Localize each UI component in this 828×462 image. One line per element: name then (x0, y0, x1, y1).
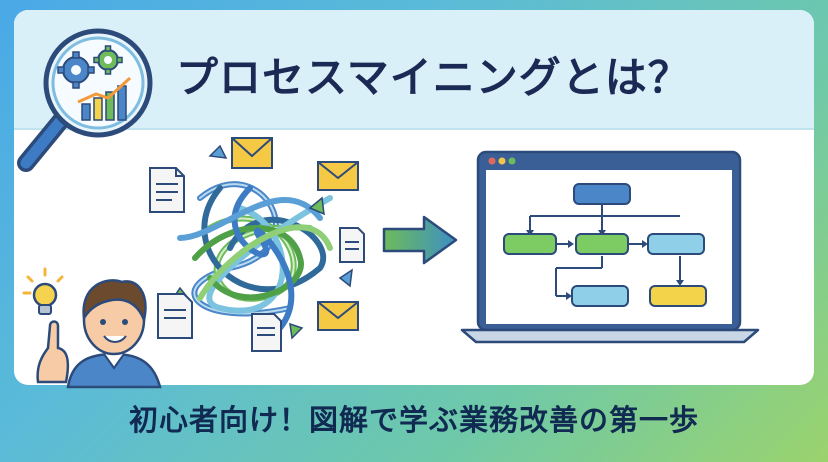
subtitle-footer: 初心者向け！図解で学ぶ業務改善の第一歩 (0, 394, 828, 454)
right-arrow-icon (382, 215, 458, 265)
lightbulb-icon (22, 267, 64, 315)
person-pointing-icon (36, 279, 162, 389)
subtitle-text: 初心者向け！図解で学ぶ業務改善の第一歩 (128, 403, 699, 437)
laptop-flowchart-icon (460, 150, 760, 344)
page-title: プロセスマイニングとは？ (176, 53, 691, 102)
tangled-process-icon (149, 137, 365, 352)
magnifier-with-gears-chart-icon (17, 28, 153, 172)
title-divider (14, 128, 814, 130)
